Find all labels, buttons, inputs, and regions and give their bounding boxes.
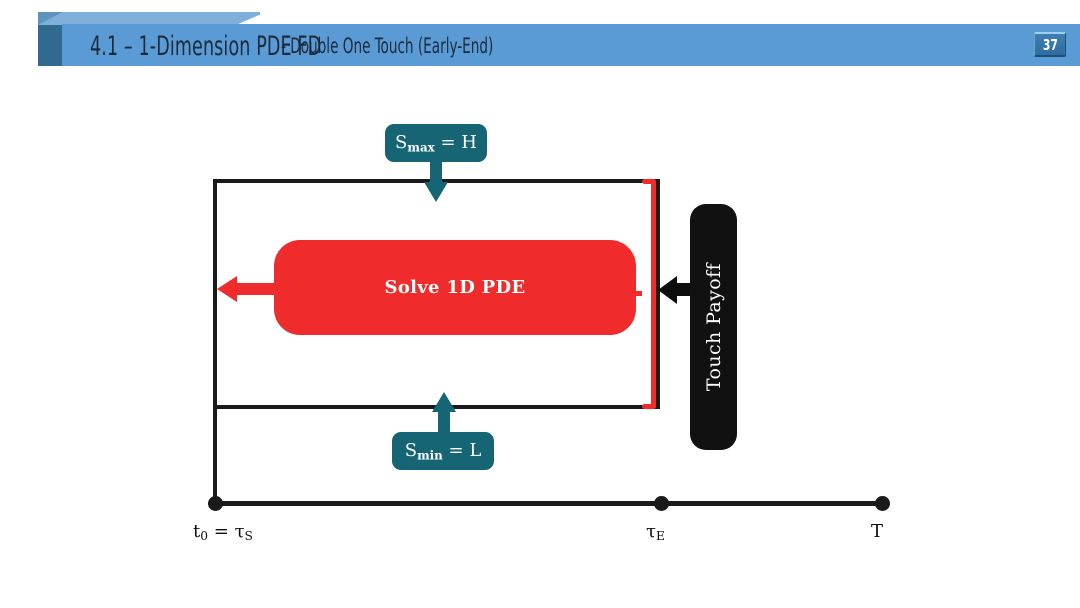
arrow-shaft — [438, 412, 450, 434]
page-title-subtitle: - Double One Touch (Early-End) — [281, 34, 494, 58]
bracket-tip-top — [642, 179, 656, 184]
callout-s-min: Smin = L — [392, 432, 494, 470]
axis-label-t0: t0 = τS — [193, 521, 253, 544]
terminal-condition-bracket — [620, 179, 656, 409]
page-title: 4.1 – 1-Dimension PDE FD - Double One To… — [90, 26, 576, 66]
pde-grid-diagram: Smax = H Smin = L Solve 1D PDE Touch Pay… — [0, 80, 1080, 608]
banner-notch — [260, 12, 1080, 24]
time-axis-line — [213, 501, 883, 506]
axis-tick-dot-t0 — [208, 496, 223, 511]
solve-1d-pde-box: Solve 1D PDE — [274, 240, 636, 335]
arrow-shaft — [430, 162, 442, 184]
arrow-head — [424, 182, 448, 202]
touch-payoff-box: Touch Payoff — [690, 204, 737, 450]
touch-payoff-label: Touch Payoff — [702, 262, 725, 392]
slide-header: 4.1 – 1-Dimension PDE FD - Double One To… — [0, 0, 1080, 80]
arrow-left-icon-backward-induction — [217, 276, 277, 302]
banner-bar — [62, 24, 1080, 66]
banner-left-bevel — [38, 24, 62, 66]
bracket-mid-tick — [620, 291, 642, 296]
callout-s-max: Smax = H — [385, 124, 487, 162]
axis-label-capital-t: T — [871, 521, 884, 542]
arrow-shaft — [233, 283, 277, 295]
axis-tick-dot-tau-e — [654, 496, 669, 511]
arrow-head — [217, 276, 237, 302]
axis-tick-dot-capital-t — [875, 496, 890, 511]
page-number-value: 37 — [1042, 35, 1058, 54]
axis-label-tau-e: τE — [646, 521, 665, 544]
left-boundary-line — [213, 179, 217, 504]
arrow-down-icon-s-max — [424, 162, 448, 202]
callout-s-min-label: Smin = L — [404, 439, 482, 463]
arrow-up-icon-s-min — [432, 392, 456, 434]
solve-1d-pde-label: Solve 1D PDE — [384, 277, 526, 298]
page-number-badge: 37 — [1034, 32, 1066, 57]
arrow-head — [432, 392, 456, 412]
page-title-main: 4.1 – 1-Dimension PDE FD — [90, 30, 322, 62]
bracket-vertical-bar — [651, 179, 656, 409]
bracket-tip-bottom — [642, 404, 656, 409]
callout-s-max-label: Smax = H — [395, 131, 477, 155]
arrow-head — [658, 276, 677, 304]
